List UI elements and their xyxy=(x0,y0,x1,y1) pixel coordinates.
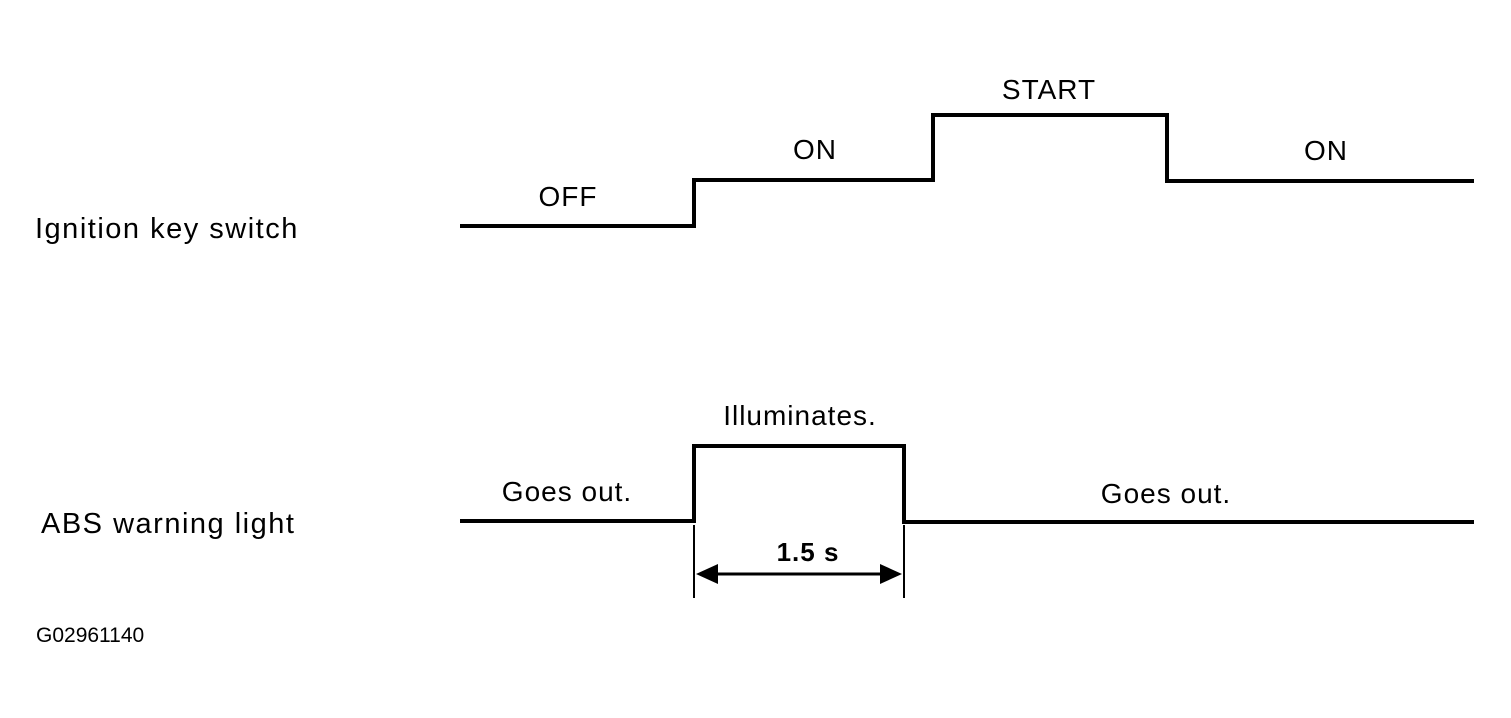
ignition-state-start: START xyxy=(1002,74,1096,105)
ignition-state-on-after: ON xyxy=(1304,135,1348,166)
abs-row-label: ABS warning light xyxy=(41,508,295,540)
figure-id: G02961140 xyxy=(36,624,144,647)
ignition-waveform xyxy=(460,113,1474,228)
duration-arrowhead-right xyxy=(880,564,902,584)
abs-state-illuminates: Illuminates. xyxy=(723,400,877,431)
duration-arrowhead-left xyxy=(696,564,718,584)
ignition-state-off: OFF xyxy=(539,181,598,212)
abs-waveform xyxy=(460,444,1474,524)
duration-label: 1.5 s xyxy=(777,537,840,567)
ignition-row-label: Ignition key switch xyxy=(35,213,299,245)
ignition-state-on: ON xyxy=(793,134,837,165)
abs-state-goes-out: Goes out. xyxy=(502,476,632,507)
abs-state-goes-out-after: Goes out. xyxy=(1101,478,1231,509)
